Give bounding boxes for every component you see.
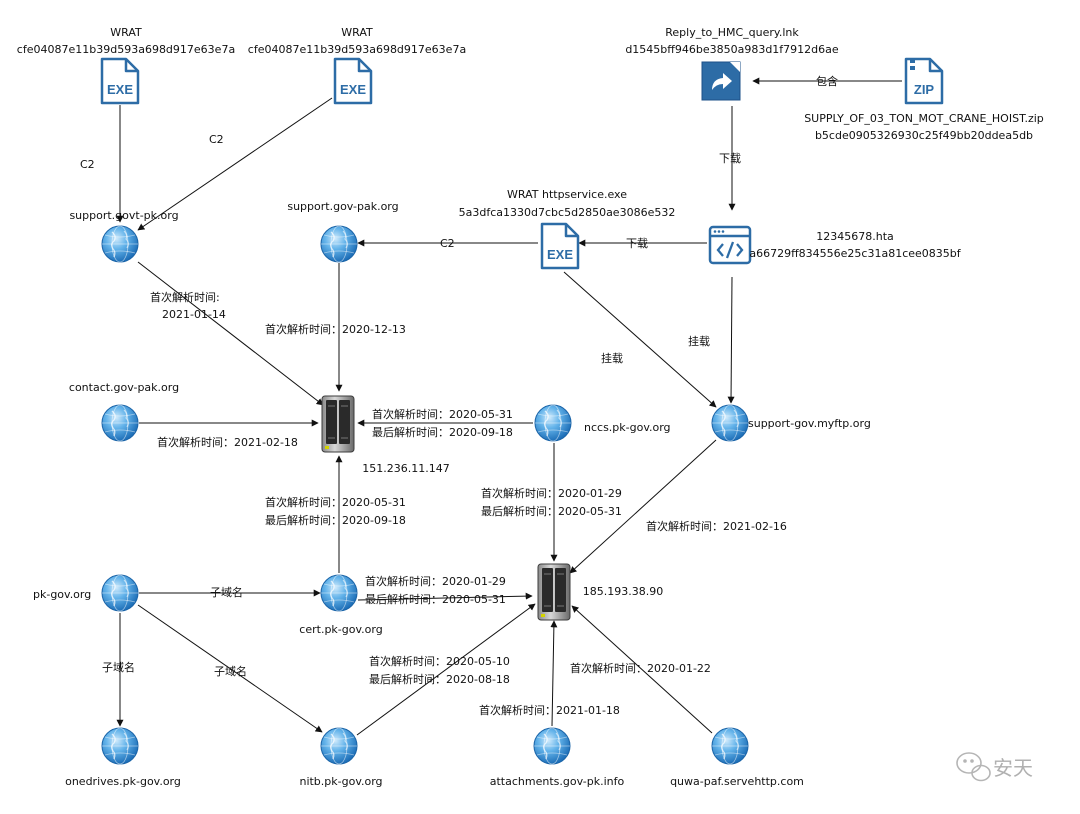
edge-nitb-to-srv2 — [356, 603, 536, 736]
edge-label-resolution: 首次解析时间: — [150, 290, 220, 304]
wechat-icon — [956, 752, 991, 782]
globe-icon — [711, 404, 749, 442]
edge-label-subdomain: 子域名 — [210, 585, 243, 599]
globe-icon — [101, 404, 139, 442]
watermark: 安天 — [956, 752, 1033, 782]
edge-label-resolution: 最后解析时间：2020-05-31 — [365, 592, 506, 606]
globe-icon — [101, 727, 139, 765]
edge-label-resolution: 首次解析时间：2020-05-31 — [372, 407, 513, 421]
globe-icon — [534, 404, 572, 442]
exe1-hash: cfe04087e11b39d593a698d917e63e7a — [17, 43, 235, 56]
domain-attach: attachments.gov-pk.info — [490, 775, 625, 788]
domain-cert: cert.pk-gov.org — [299, 623, 382, 636]
edge-exe3-to-myftp — [563, 271, 717, 408]
edge-label-resolution: 最后解析时间：2020-08-18 — [369, 672, 510, 686]
edge-label-resolution: 首次解析时间：2020-01-22 — [570, 661, 711, 675]
globe-icon — [101, 225, 139, 263]
edge-label-contains: 包含 — [816, 74, 838, 88]
lnk-name: Reply_to_HMC_query.lnk — [665, 26, 799, 39]
globe-icon — [320, 727, 358, 765]
edge-pkgov-to-nitb — [137, 604, 323, 733]
domain-myftp: support-gov.myftp.org — [748, 417, 871, 430]
edge-support-govt-to-srv1 — [137, 261, 324, 406]
edge-quwa-to-srv2 — [571, 605, 713, 734]
server2-ip: 185.193.38.90 — [583, 585, 663, 598]
domain-pkgov: pk-gov.org — [33, 588, 91, 601]
edge-label-resolution: 最后解析时间：2020-09-18 — [265, 513, 406, 527]
shortcut-file-icon — [701, 61, 741, 101]
domain-contact: contact.gov-pak.org — [69, 381, 179, 394]
edge-label-subdomain: 子域名 — [214, 664, 247, 678]
exe-file-icon — [100, 57, 140, 105]
hta-hash: a66729ff834556e25c31a81cee0835bf — [749, 247, 961, 260]
edge-myftp-to-srv2 — [569, 439, 717, 574]
server-icon — [537, 563, 571, 621]
server-icon — [321, 395, 355, 453]
edge-label-resolution: 首次解析时间：2020-05-31 — [265, 495, 406, 509]
domain-quwa: quwa-paf.servehttp.com — [670, 775, 804, 788]
edge-label-subdomain: 子域名 — [102, 660, 135, 674]
edge-label-c2: C2 — [80, 158, 95, 171]
edge-label-download: 下载 — [626, 237, 648, 250]
edge-label-resolution: 首次解析时间：2021-01-18 — [479, 703, 620, 717]
edge-label-resolution: 最后解析时间：2020-09-18 — [372, 425, 513, 439]
edge-label-resolution: 最后解析时间：2020-05-31 — [481, 504, 622, 518]
domain-nccs: nccs.pk-gov.org — [584, 421, 671, 434]
exe-file-icon — [540, 222, 580, 270]
zip-hash: b5cde0905326930c25f49bb20ddea5db — [815, 129, 1033, 142]
globe-icon — [101, 574, 139, 612]
exe2-hash: cfe04087e11b39d593a698d917e63e7a — [248, 43, 466, 56]
edge-label-c2: C2 — [209, 133, 224, 146]
globe-icon — [320, 574, 358, 612]
domain-nitb: nitb.pk-gov.org — [299, 775, 382, 788]
exe1-name: WRAT — [110, 26, 142, 39]
globe-icon — [533, 727, 571, 765]
lnk-hash: d1545bff946be3850a983d1f7912d6ae — [625, 43, 839, 56]
exe3-hash: 5a3dfca1330d7cbc5d2850ae3086e532 — [459, 206, 676, 219]
node-icons — [100, 57, 944, 765]
edge-label-resolution: 首次解析时间：2020-01-29 — [365, 574, 506, 588]
watermark-text: 安天 — [993, 756, 1033, 780]
domain-support-gov-pak: support.gov-pak.org — [287, 200, 398, 213]
edge-labels: C2 C2 包含 下载 下载 C2 挂载 挂载 首次解析时间: 2021-01-… — [80, 74, 838, 717]
edge-label-mount: 挂载 — [601, 351, 623, 365]
globe-icon — [320, 225, 358, 263]
hta-name: 12345678.hta — [816, 230, 894, 243]
exe-file-icon — [333, 57, 373, 105]
edge-hta-to-myftp — [727, 276, 735, 404]
edge-label-resolution: 首次解析时间：2020-05-10 — [369, 654, 510, 668]
exe2-name: WRAT — [341, 26, 373, 39]
domain-onedrives: onedrives.pk-gov.org — [65, 775, 181, 788]
edge-label-download: 下载 — [719, 152, 741, 165]
edge-label-resolution: 首次解析时间：2021-02-18 — [157, 435, 298, 449]
edge-label-resolution: 首次解析时间：2020-01-29 — [481, 486, 622, 500]
edge-label-resolution: 2021-01-14 — [162, 308, 226, 321]
edge-label-resolution: 首次解析时间：2021-02-16 — [646, 519, 787, 533]
globe-icon — [711, 727, 749, 765]
edge-cert-to-srv2 — [357, 592, 533, 601]
domain-support-govt: support.govt-pk.org — [69, 209, 178, 222]
node-labels: WRAT cfe04087e11b39d593a698d917e63e7a WR… — [17, 26, 1044, 788]
edge-label-mount: 挂载 — [688, 334, 710, 348]
zip-file-icon — [904, 57, 944, 105]
edge-label-resolution: 首次解析时间：2020-12-13 — [265, 322, 406, 336]
edge-label-c2: C2 — [440, 237, 455, 250]
edge-exe2-to-support-govt — [137, 97, 333, 231]
edges — [116, 77, 902, 736]
edge-attach-to-srv2 — [550, 620, 558, 727]
zip-name: SUPPLY_OF_03_TON_MOT_CRANE_HOIST.zip — [804, 112, 1044, 125]
hta-file-icon — [708, 225, 752, 265]
server1-ip: 151.236.11.147 — [362, 462, 449, 475]
exe3-name: WRAT httpservice.exe — [507, 188, 627, 201]
